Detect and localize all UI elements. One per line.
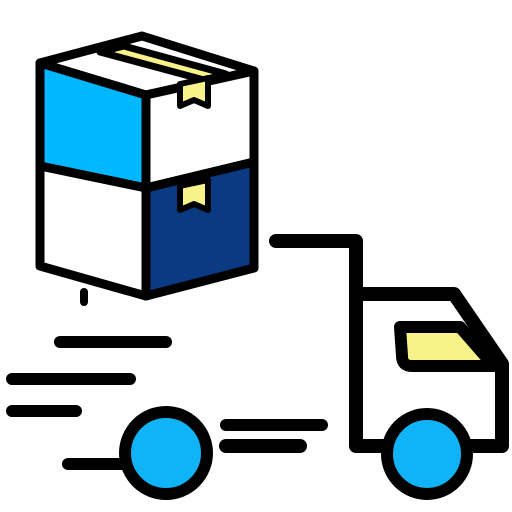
delivery-truck-icon [119,234,509,500]
bottom-box-left-face [35,161,151,301]
truck-cargo-outline [269,234,393,453]
truck-window [394,321,500,372]
bottom-box-tab [177,177,211,213]
motion-speed-lines [6,336,328,470]
stacked-boxes-icon [35,31,259,306]
front-wheel [381,408,473,500]
rear-wheel [119,406,213,500]
truck-cab-outline [353,287,509,453]
top-box-tab [177,75,211,109]
bottom-box-right-face [141,157,259,301]
